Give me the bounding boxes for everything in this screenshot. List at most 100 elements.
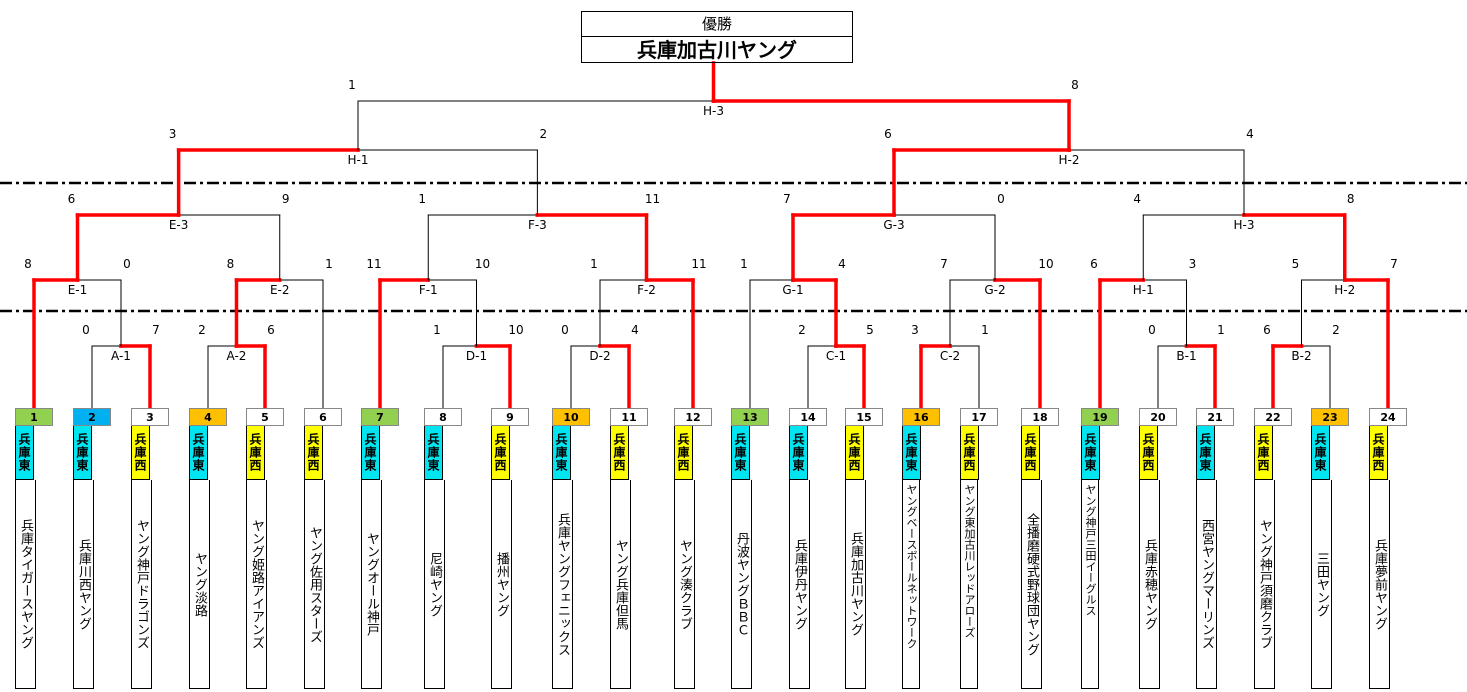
match-label: C-1 [826, 349, 846, 363]
match-score: 4 [1246, 127, 1254, 141]
team-name: 兵庫赤穂ヤング [1139, 480, 1160, 689]
match-label: F-2 [637, 283, 656, 297]
match-score: 1 [418, 192, 426, 206]
team-number: 4 [189, 408, 227, 426]
champion-box: 優勝 兵庫加古川ヤング [581, 11, 853, 63]
team-name: 丹波ヤングＢＢＣ [731, 480, 752, 689]
match-score: 3 [1189, 257, 1197, 271]
team-name: 播州ヤング [491, 480, 512, 689]
match-label: C-2 [940, 349, 960, 363]
match-score: 4 [838, 257, 846, 271]
match-score: 10 [1038, 257, 1053, 271]
team-number: 15 [845, 408, 883, 426]
match-score: 8 [24, 257, 32, 271]
team-number: 10 [552, 408, 590, 426]
team-name: 兵庫川西ヤング [73, 480, 94, 689]
team-number: 23 [1311, 408, 1349, 426]
team-number: 17 [960, 408, 998, 426]
match-label: H-1 [1133, 283, 1154, 297]
team-name: 三田ヤング [1311, 480, 1332, 689]
team-name: ヤング佐用スターズ [304, 480, 325, 689]
match-label: F-1 [419, 283, 438, 297]
team-region: 兵庫東 [15, 426, 34, 480]
match-score: 4 [1133, 192, 1141, 206]
match-label: E-2 [270, 283, 290, 297]
match-label: G-2 [984, 283, 1005, 297]
match-label: G-3 [883, 218, 904, 232]
team-region: 兵庫西 [1139, 426, 1158, 480]
match-score: 6 [884, 127, 892, 141]
team-name: 全播磨硬式野球団ヤング [1021, 480, 1042, 689]
match-label: H-3 [703, 104, 724, 118]
team-region: 兵庫西 [131, 426, 150, 480]
team-region: 兵庫西 [674, 426, 693, 480]
match-score: 7 [783, 192, 791, 206]
match-score: 5 [1292, 257, 1300, 271]
match-score: 3 [169, 127, 177, 141]
team-region: 兵庫東 [789, 426, 808, 480]
team-name: ヤング姫路アイアンズ [246, 480, 267, 689]
team-region: 兵庫東 [902, 426, 921, 480]
team-number: 2 [73, 408, 111, 426]
team-region: 兵庫西 [246, 426, 265, 480]
champion-name: 兵庫加古川ヤング [637, 38, 797, 62]
team-name: ヤング淡路 [189, 480, 210, 689]
team-number: 9 [491, 408, 529, 426]
match-score: 1 [433, 323, 441, 337]
team-region: 兵庫西 [304, 426, 323, 480]
team-region: 兵庫西 [610, 426, 629, 480]
team-number: 12 [674, 408, 712, 426]
match-score: 1 [325, 257, 333, 271]
match-score: 4 [631, 323, 639, 337]
team-name: ヤング神戸三田イーグルス [1081, 480, 1099, 689]
match-score: 11 [366, 257, 381, 271]
match-score: 2 [540, 127, 548, 141]
match-label: G-1 [782, 283, 803, 297]
match-label: A-2 [227, 349, 247, 363]
match-label: B-1 [1176, 349, 1196, 363]
match-label: E-3 [169, 218, 189, 232]
team-name: ヤング兵庫但馬 [610, 480, 631, 689]
team-region: 兵庫西 [845, 426, 864, 480]
match-label: H-1 [348, 153, 369, 167]
team-name: ヤング神戸須磨クラブ [1254, 480, 1275, 689]
team-name: 兵庫ヤングフェニックス [552, 480, 573, 689]
team-region: 兵庫東 [1311, 426, 1330, 480]
match-score: 0 [123, 257, 131, 271]
match-score: 6 [68, 192, 76, 206]
team-number: 5 [246, 408, 284, 426]
team-region: 兵庫西 [1254, 426, 1273, 480]
match-score: 1 [348, 78, 356, 92]
match-score: 2 [1332, 323, 1340, 337]
match-score: 6 [1090, 257, 1098, 271]
team-number: 8 [424, 408, 462, 426]
match-score: 8 [227, 257, 235, 271]
match-score: 0 [997, 192, 1005, 206]
team-name: ヤングベースボールネットワーク [902, 480, 920, 689]
team-region: 兵庫東 [1081, 426, 1100, 480]
match-score: 0 [82, 323, 90, 337]
team-name: 西宮ヤングマーリンズ [1196, 480, 1217, 689]
team-region: 兵庫東 [731, 426, 750, 480]
team-region: 兵庫東 [1196, 426, 1215, 480]
team-number: 1 [15, 408, 53, 426]
match-score: 5 [866, 323, 874, 337]
team-name: 尼崎ヤング [424, 480, 445, 689]
team-name: ヤングオール神戸 [361, 480, 382, 689]
